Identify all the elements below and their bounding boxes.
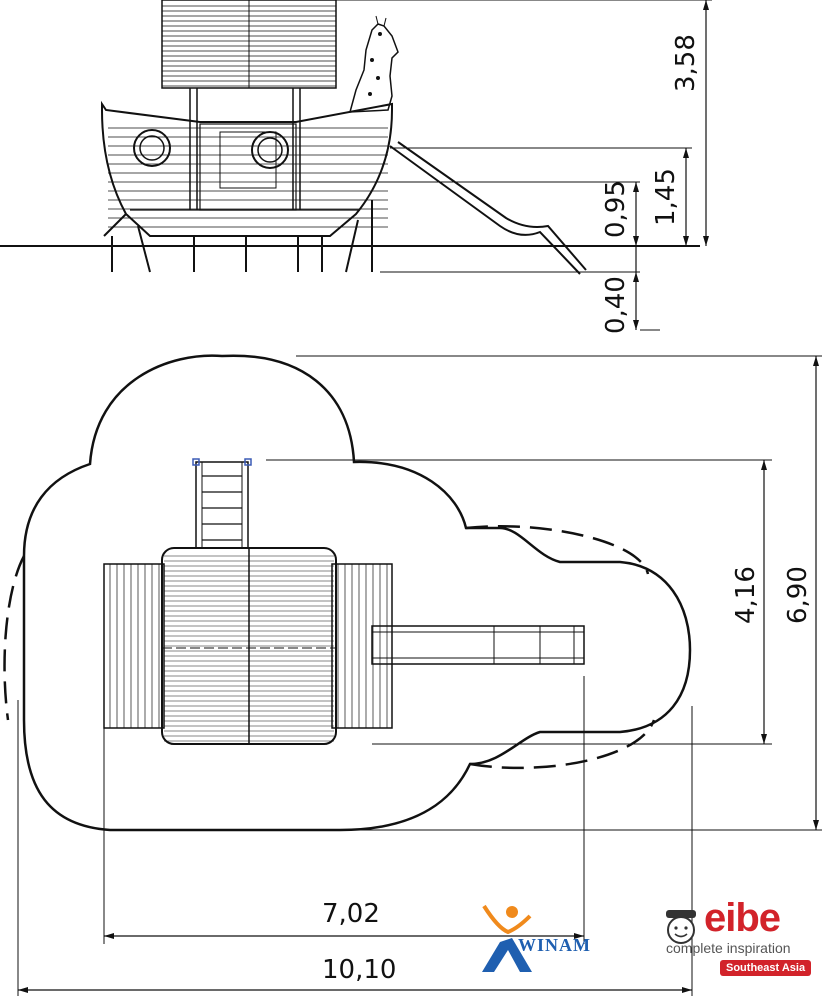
giraffe-figure: [349, 15, 399, 113]
dim-safety-area-length: 10,10: [322, 955, 396, 985]
eibe-logo: eibe complete inspiration Southeast Asia: [660, 896, 820, 982]
safety-area-outline: [22, 354, 692, 832]
winam-logo: WINAM: [478, 902, 628, 982]
eibe-tagline: complete inspiration: [666, 940, 791, 956]
ark-legs: [103, 200, 373, 273]
dim-deck-height: 0,95: [601, 180, 631, 238]
dim-total-height: 3,58: [671, 34, 701, 92]
winam-wordmark: WINAM: [518, 935, 591, 955]
dim-safety-area-depth: 6,90: [783, 566, 813, 624]
eibe-face-icon: [666, 910, 696, 944]
dim-structure-depth: 4,16: [731, 566, 761, 624]
roof-plan: [161, 547, 337, 745]
winam-figure-icon: [482, 904, 532, 972]
dim-foundation-depth: 0,40: [601, 276, 631, 334]
slide-plan: [371, 625, 585, 665]
elevation-view: 3,58 1,45 0,95 0,40: [0, 0, 712, 334]
dim-platform-height: 1,45: [651, 168, 681, 226]
slide-elevation: [389, 141, 587, 275]
dim-structure-length: 7,02: [322, 899, 380, 929]
eibe-wordmark: eibe: [704, 896, 781, 940]
porthole-left: [133, 129, 171, 167]
ladder-plan: [192, 458, 252, 549]
side-decks: [103, 563, 393, 729]
eibe-region-badge: Southeast Asia: [720, 960, 812, 976]
ark-hull: [101, 100, 393, 237]
plan-view: 4,16 6,90 7,02 10,10: [3, 354, 822, 996]
roof: [161, 0, 337, 89]
safety-area-dashed: [465, 525, 650, 575]
